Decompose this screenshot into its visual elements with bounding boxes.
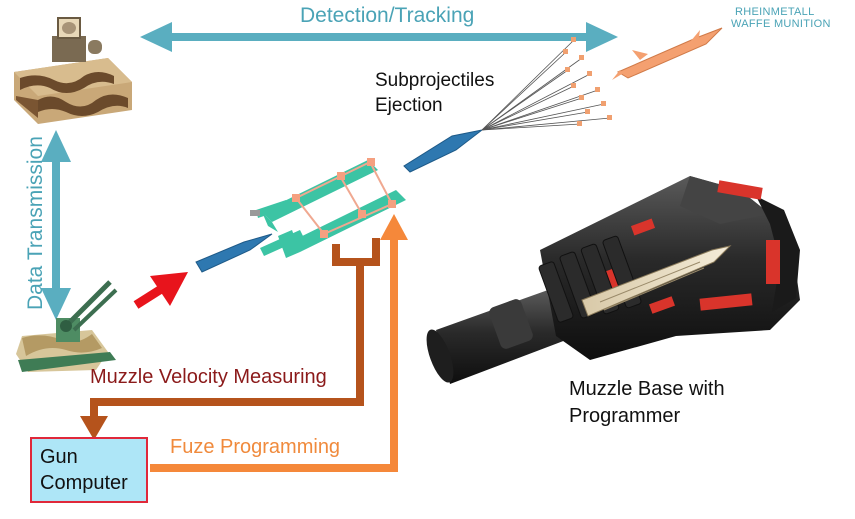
fuze-programming-arrow — [150, 214, 408, 472]
muzzle-base-label-line2: Programmer — [569, 405, 681, 427]
subprojectile-ejection-icon — [403, 37, 612, 173]
gun-computer-box — [30, 437, 148, 503]
anti-aircraft-gun-icon — [16, 280, 118, 372]
launch-arrow — [133, 272, 188, 309]
brand-label-line1: RHEINMETALL — [735, 6, 815, 18]
projectile-icon — [195, 233, 273, 273]
muzzle-velocity-arrow — [80, 238, 380, 440]
brand-label-line2: WAFFE MUNITION — [731, 18, 831, 30]
gun-computer-label-line1: Gun — [40, 446, 78, 468]
gun-computer-label-line2: Computer — [40, 472, 128, 494]
radar-station-icon — [14, 17, 132, 124]
muzzle-velocity-label: Muzzle Velocity Measuring — [90, 366, 327, 388]
target-missile-icon — [612, 27, 723, 80]
data-transmission-arrow — [41, 130, 71, 320]
detection-tracking-arrow — [140, 22, 618, 52]
muzzle-base-cutaway-image — [426, 176, 800, 384]
subprojectiles-label-line2: Ejection — [375, 95, 443, 116]
subprojectiles-label-line1: Subprojectiles — [375, 70, 495, 91]
programmer-frame — [250, 158, 406, 258]
detection-tracking-label: Detection/Tracking — [300, 4, 475, 27]
muzzle-base-label-line1: Muzzle Base with — [569, 378, 725, 400]
fuze-programming-label: Fuze Programming — [170, 436, 341, 458]
data-transmission-label: Data Transmission — [24, 136, 47, 310]
